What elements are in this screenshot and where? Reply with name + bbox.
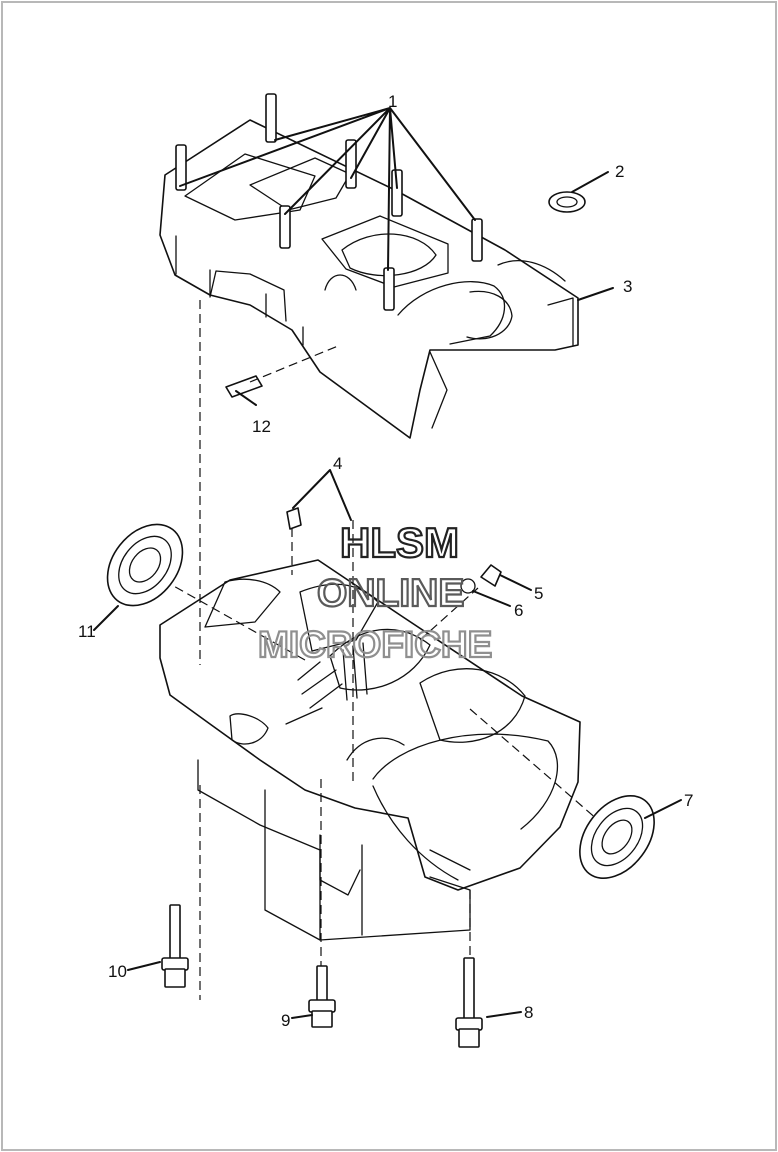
callout-12: 12 — [252, 417, 271, 436]
callout-9: 9 — [281, 1011, 290, 1030]
stud-7 — [471, 218, 483, 262]
leader-lines — [93, 107, 682, 1019]
callout-4: 4 — [333, 454, 342, 473]
drain-plug-group — [460, 564, 502, 594]
callout-10: 10 — [108, 962, 127, 981]
watermark-line-3: MICROFICHE — [258, 624, 492, 665]
watermark-line-2: ONLINE — [317, 572, 464, 615]
callout-7: 7 — [684, 791, 693, 810]
stud-2 — [175, 144, 187, 191]
stud-4 — [391, 169, 403, 217]
seal-11 — [106, 523, 184, 607]
bolt-10 — [161, 904, 189, 988]
callout-6: 6 — [514, 601, 523, 620]
stud-group — [175, 93, 483, 311]
watermark: HLSM ONLINE MICROFICHE — [257, 518, 494, 666]
dowel-pin-4 — [286, 507, 302, 530]
bolt-9 — [308, 965, 336, 1028]
stud-6 — [383, 267, 395, 311]
callout-labels: 1 2 3 4 5 6 7 8 9 10 11 12 — [78, 92, 693, 1030]
callout-8: 8 — [524, 1003, 533, 1022]
stud-5 — [279, 205, 291, 249]
upper-crankcase — [159, 119, 579, 439]
stud-3 — [345, 139, 357, 189]
washer-6 — [460, 578, 476, 594]
callout-1: 1 — [388, 92, 397, 111]
grommet-2 — [548, 191, 586, 213]
callout-3: 3 — [623, 277, 632, 296]
callout-5: 5 — [534, 584, 543, 603]
stud-1 — [265, 93, 277, 143]
assembly-lines — [162, 300, 599, 1024]
callout-11: 11 — [78, 622, 96, 641]
lower-crankcase — [159, 559, 581, 941]
seal-7 — [579, 794, 655, 880]
grommet-2-inner — [556, 196, 578, 208]
callout-2: 2 — [615, 162, 624, 181]
watermark-line-1: HLSM — [340, 519, 459, 566]
drain-plug-5 — [480, 564, 502, 587]
bolt-8 — [455, 957, 483, 1048]
